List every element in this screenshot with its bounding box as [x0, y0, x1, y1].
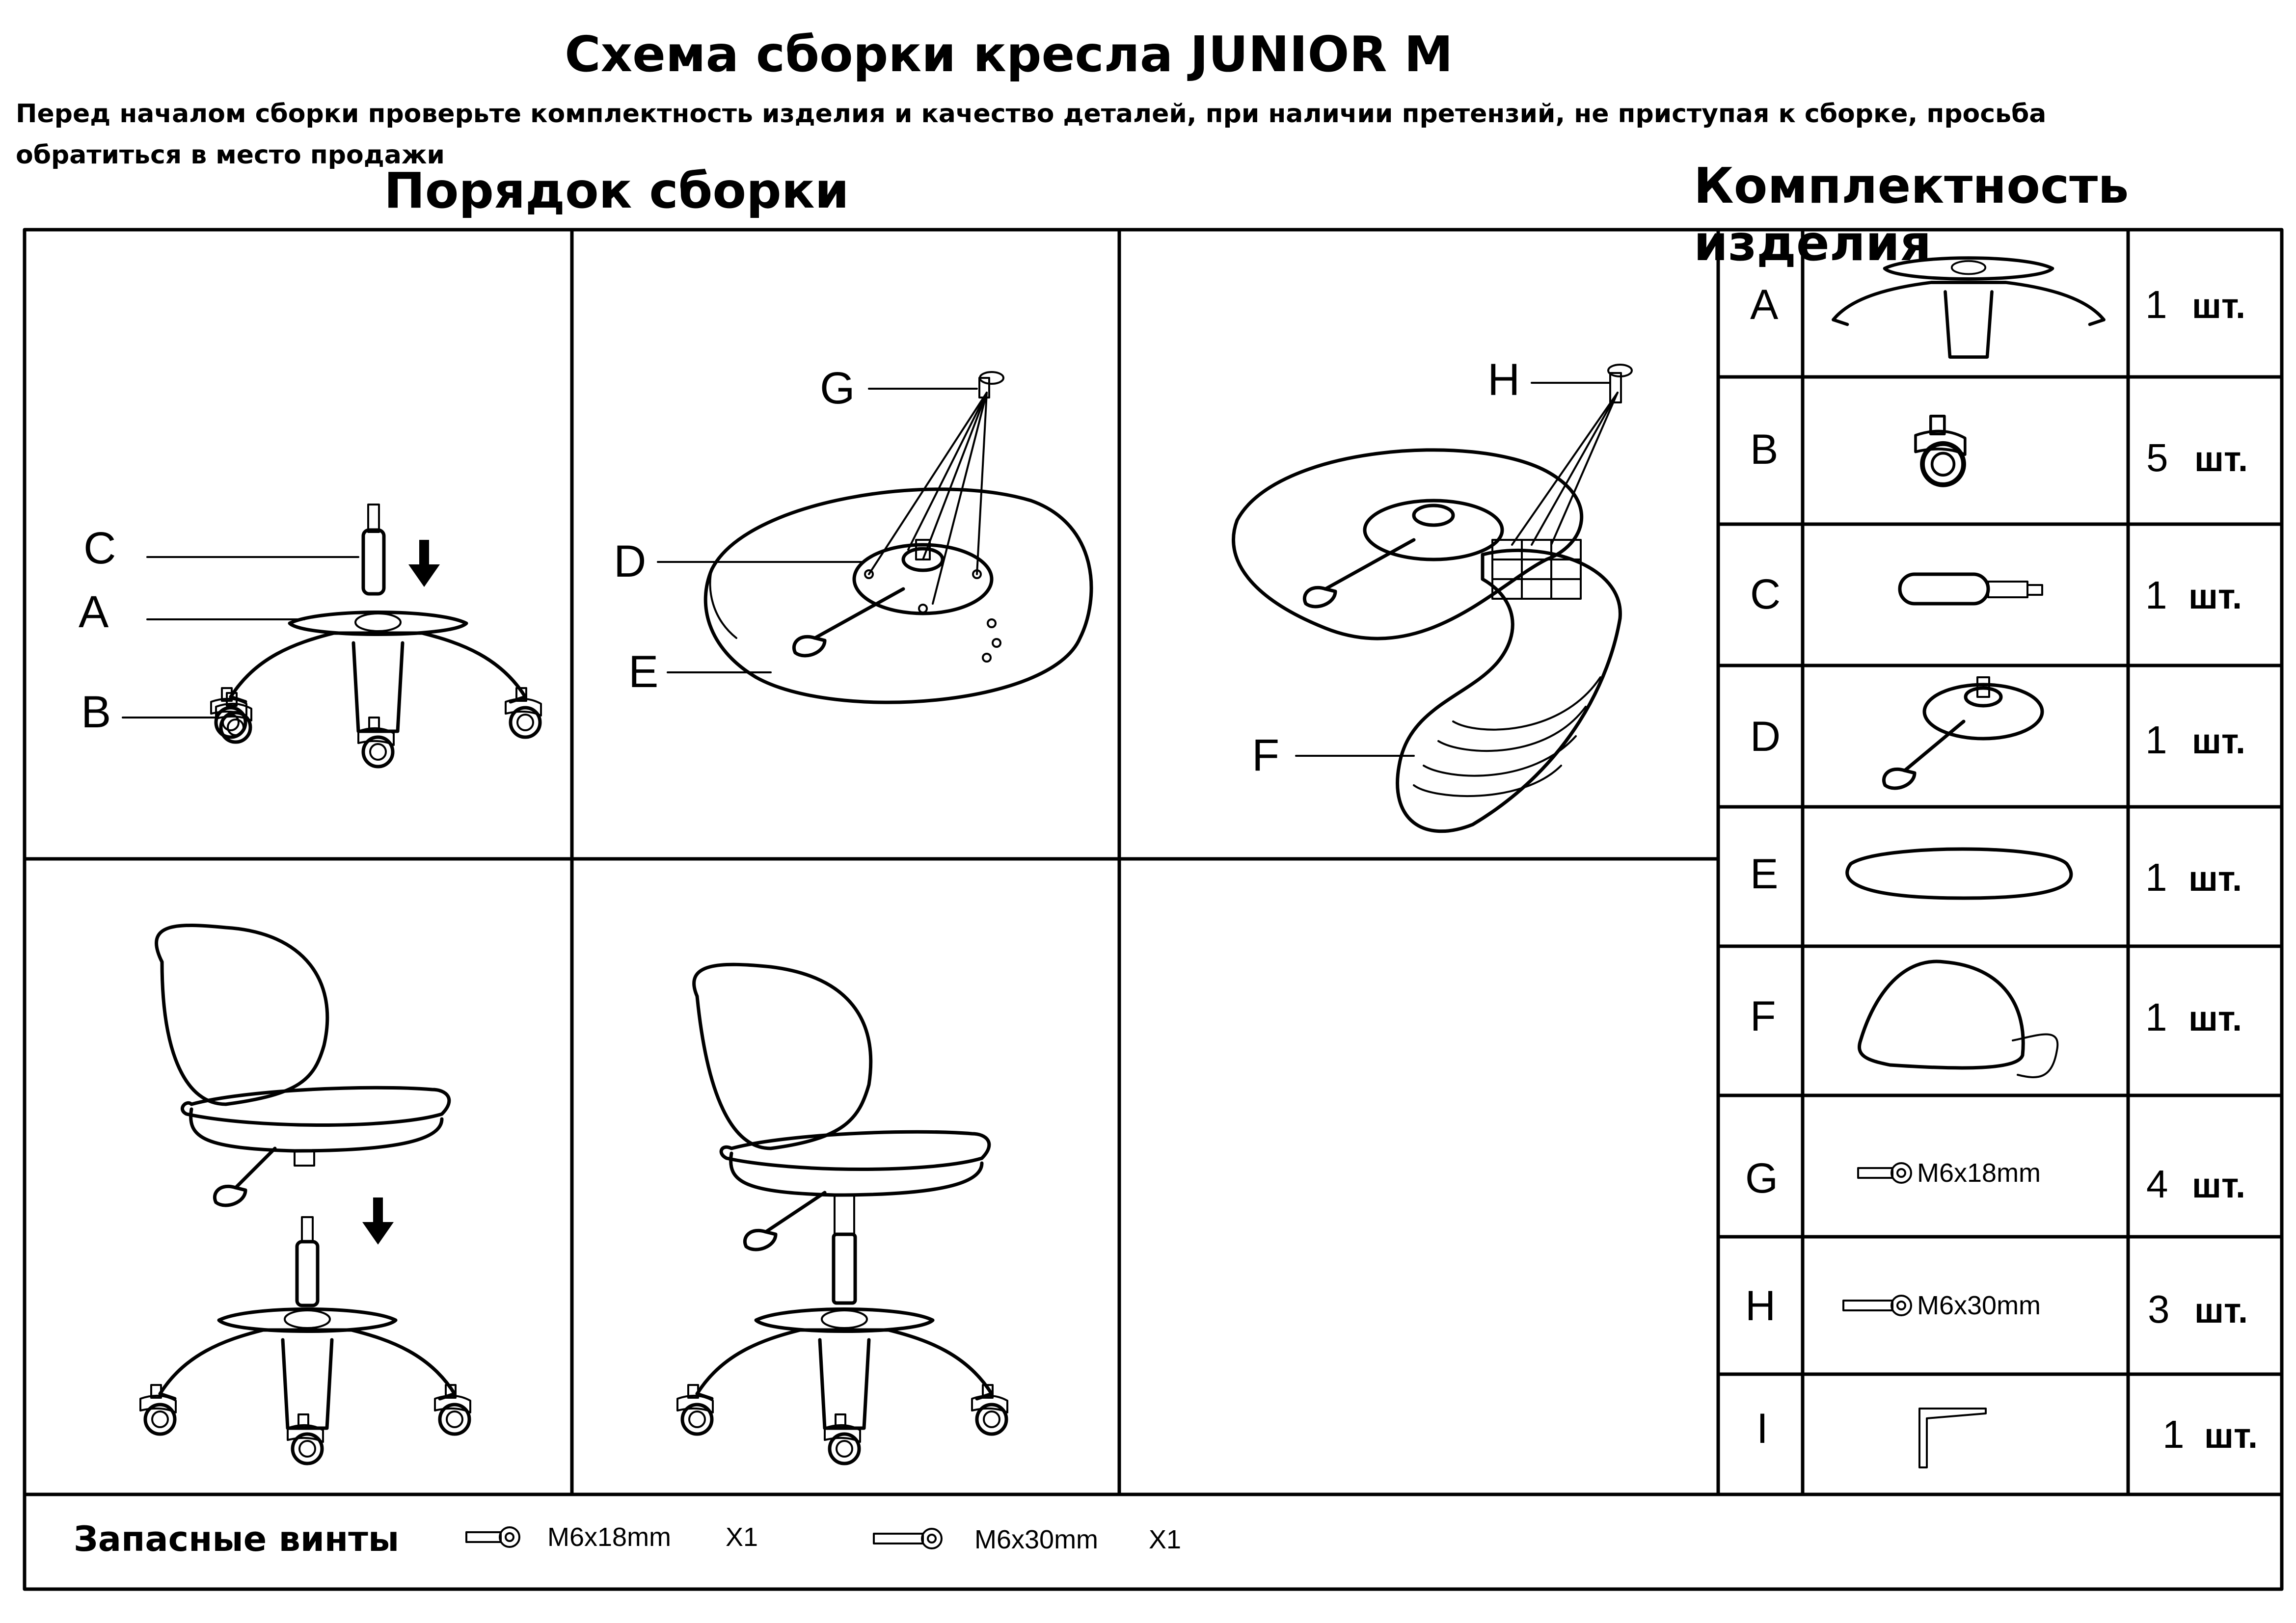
screw-icon [873, 1528, 943, 1549]
kit-unit: шт. [2192, 722, 2245, 761]
kit-qty: 4 [2146, 1162, 2168, 1206]
step-label: F [1252, 730, 1279, 780]
step-label: B [81, 687, 111, 737]
kit-qty: 1 [2162, 1412, 2185, 1456]
assembly-notice: Перед началом сборки проверьте комплектн… [16, 99, 2047, 170]
kit-icon-H [1842, 1295, 1912, 1316]
step-label: H [1487, 355, 1520, 405]
arrow-down-icon [362, 1197, 394, 1245]
kit-table: A B C D E F G H I M6x18mm M6x30mm 1 шт. … [1745, 281, 2258, 1456]
kit-letter: I [1756, 1405, 1768, 1452]
kit-icon-A [1832, 256, 2106, 359]
kit-unit: шт. [2194, 1291, 2248, 1330]
kit-qty: 3 [2148, 1287, 2170, 1331]
kit-unit: шт. [2188, 577, 2242, 616]
kit-letter: D [1750, 713, 1781, 760]
kit-icon-B [1916, 416, 1965, 485]
assembly-order-heading: Порядок сборки [384, 162, 849, 219]
step-3-illustration: H F [1232, 355, 1633, 833]
spare-screw-spec: M6x30mm [974, 1525, 1098, 1554]
step-1-illustration: C A B [79, 504, 541, 767]
kit-icon-F [1858, 959, 2059, 1078]
kit-letter: G [1745, 1155, 1778, 1202]
assembled-chair-icon [677, 962, 1007, 1463]
spare-screws-title: Запасные винты [74, 1519, 399, 1559]
kit-qty: 1 [2145, 995, 2167, 1039]
kit-letter: A [1750, 281, 1779, 328]
kit-qty: 1 [2145, 573, 2167, 617]
screw-icon [978, 371, 1004, 399]
kit-icon-G [1857, 1162, 1912, 1184]
step-label: E [628, 647, 658, 697]
step-label: G [820, 363, 855, 413]
kit-letter: H [1745, 1282, 1776, 1330]
kit-spec: M6x18mm [1917, 1158, 2041, 1188]
backrest-icon [1396, 539, 1622, 833]
kit-qty: 5 [2146, 436, 2168, 479]
kit-icon-C [1898, 572, 2043, 606]
arrow-down-icon [408, 540, 440, 587]
kit-letter: B [1750, 426, 1778, 473]
kit-letter: E [1750, 851, 1778, 898]
screw-icon [1607, 364, 1633, 403]
kit-heading: Комплектность изделия [1694, 157, 2129, 272]
step-label: C [83, 523, 116, 573]
seat-icon [703, 487, 1093, 704]
kit-qty: 1 [2145, 283, 2167, 326]
kit-spec: M6x30mm [1917, 1291, 2041, 1320]
step-label: A [79, 587, 109, 637]
spare-screw-count: X1 [726, 1522, 758, 1552]
hex-key-icon [1918, 1408, 1987, 1468]
spare-screws-row: Запасные винты M6x18mm X1 M6x30mm X1 [74, 1519, 1181, 1559]
screw-icon [465, 1526, 520, 1548]
spare-screw-spec: M6x18mm [547, 1522, 671, 1552]
kit-unit: шт. [2192, 287, 2245, 326]
kit-letter: F [1750, 993, 1776, 1040]
kit-unit: шт. [2194, 440, 2248, 479]
kit-unit: шт. [2188, 859, 2242, 899]
page-title: Схема сборки кресла JUNIOR M [565, 26, 1453, 83]
mechanism-icon [792, 539, 1001, 663]
gas-lift-icon [361, 504, 386, 596]
step-label: D [614, 536, 646, 586]
step-4-illustration [140, 924, 470, 1463]
kit-letter: C [1750, 571, 1781, 618]
kit-qty: 1 [2145, 718, 2167, 762]
kit-icon-D [1882, 676, 2044, 790]
kit-qty: 1 [2145, 855, 2167, 899]
kit-unit: шт. [2188, 999, 2242, 1038]
spare-screw-count: X1 [1149, 1525, 1181, 1554]
kit-unit: шт. [2192, 1166, 2245, 1205]
chair-base-icon [211, 612, 541, 767]
kit-icon-E [1845, 847, 2073, 900]
kit-unit: шт. [2204, 1416, 2258, 1456]
step-2-illustration: G D E [614, 363, 1093, 704]
